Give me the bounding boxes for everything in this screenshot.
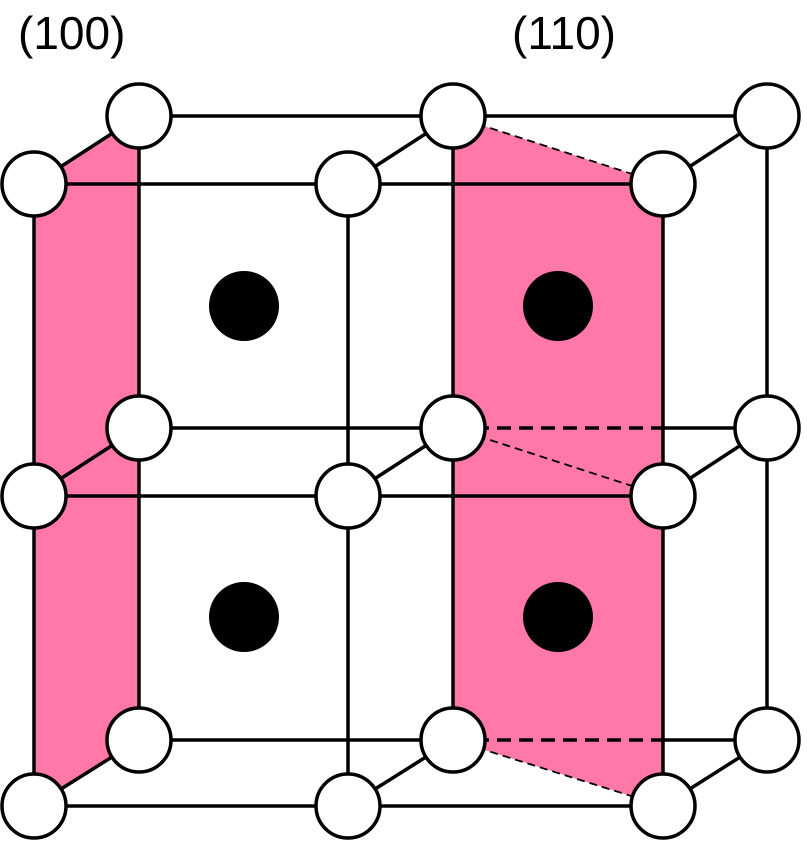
corner-atom — [419, 82, 487, 150]
corner-atom — [733, 394, 801, 462]
corner-atom — [314, 772, 382, 840]
corner-atom — [0, 150, 68, 218]
corner-atom — [0, 462, 68, 530]
body-center-atoms — [209, 271, 593, 652]
body-center-atom — [523, 271, 593, 341]
body-center-atom — [209, 271, 279, 341]
corner-atom — [629, 772, 697, 840]
corner-atom — [419, 706, 487, 774]
corner-atom — [629, 150, 697, 218]
corner-atom — [105, 82, 173, 150]
corner-atom — [733, 706, 801, 774]
corner-atom — [314, 150, 382, 218]
corner-atoms — [0, 82, 801, 840]
corner-atom — [733, 82, 801, 150]
body-center-atom — [523, 582, 593, 652]
body-center-atom — [209, 582, 279, 652]
corner-atom — [105, 706, 173, 774]
corner-atom — [105, 394, 173, 462]
corner-atom — [419, 394, 487, 462]
plane-110-label: (110) — [512, 7, 616, 59]
corner-atom — [0, 772, 68, 840]
hidden-edges — [452, 115, 664, 807]
corner-atom — [314, 462, 382, 530]
plane-100-label: (100) — [18, 7, 126, 59]
plane-110 — [453, 116, 663, 806]
corner-atom — [629, 462, 697, 530]
